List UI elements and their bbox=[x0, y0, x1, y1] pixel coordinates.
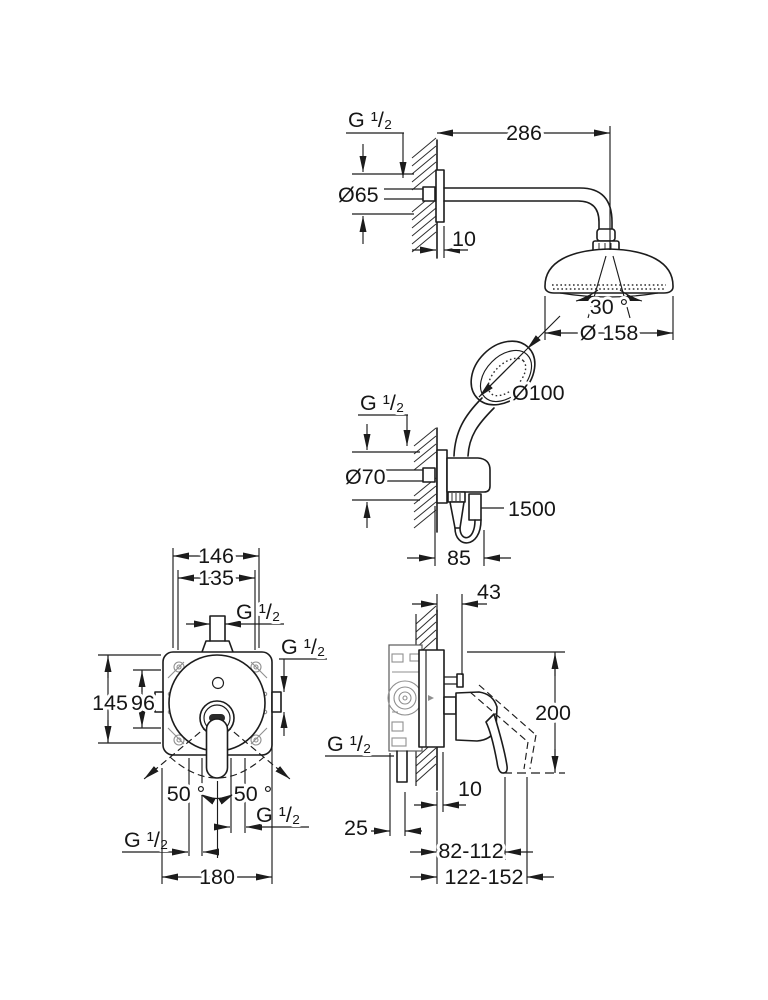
escutcheon-plate-side bbox=[418, 649, 445, 748]
side-tab-right bbox=[271, 691, 282, 713]
dim-box-width: 135 bbox=[178, 563, 255, 593]
shower-hose bbox=[447, 491, 482, 544]
side-tab-left bbox=[154, 691, 164, 713]
head-shower-view: 286 G ¹/₂ Ø65 10 30 ° bbox=[335, 105, 674, 348]
mixer-front-view: 146 135 G ¹/₂ bbox=[89, 541, 328, 892]
dim-hand-head-diameter: Ø100 bbox=[478, 315, 568, 408]
dim-install-depth-flush-label: 82-112 bbox=[438, 839, 503, 863]
bottom-connection-stubs bbox=[188, 758, 246, 856]
shower-head bbox=[544, 248, 674, 298]
dim-spray-angle: 30 ° bbox=[575, 255, 643, 322]
dim-handle-height: 200 bbox=[467, 651, 574, 774]
dim-swing-left-label: 50 ° bbox=[167, 782, 206, 806]
dim-head-diameter: Ø 158 bbox=[544, 296, 674, 348]
dim-install-depth-max-label: 122-152 bbox=[445, 865, 524, 889]
dim-arm-length-label: 286 bbox=[506, 121, 542, 145]
dim-spray-angle-label: 30 ° bbox=[590, 295, 629, 319]
dim-min-plaster-depth-label: 25 bbox=[344, 816, 368, 840]
dim-rosette-thickness-label: 10 bbox=[452, 227, 476, 251]
dim-head-diameter-label: Ø 158 bbox=[580, 321, 639, 345]
thread-label: G ¹/₂ bbox=[256, 803, 300, 827]
dim-rosette-diameter: Ø65 bbox=[335, 144, 414, 244]
plate-screw-hole bbox=[211, 676, 225, 690]
dim-plate-width: 146 bbox=[173, 541, 259, 571]
stop-screw bbox=[444, 673, 464, 688]
dim-box-width-label: 135 bbox=[198, 566, 234, 590]
dim-screw-offset-label: 43 bbox=[477, 580, 501, 604]
dim-hand-head-label: Ø100 bbox=[512, 381, 565, 405]
shower-arm bbox=[443, 187, 613, 231]
dim-plate-width-label: 146 bbox=[198, 544, 234, 568]
wall-hatch bbox=[411, 137, 437, 253]
mixer-side-view: 43 200 G ¹/₂ 10 25 bbox=[324, 577, 574, 892]
dim-hose-length-label: 1500 bbox=[508, 497, 556, 521]
thread-label: G ¹/₂ bbox=[327, 732, 371, 756]
dim-wall-gap-label: 10 bbox=[458, 777, 482, 801]
dim-thread-bottom-left: G ¹/₂ bbox=[121, 825, 219, 856]
rough-in-box-side bbox=[387, 644, 423, 752]
bottom-inlet-pipe bbox=[396, 750, 408, 783]
dim-holder-offset: 85 bbox=[407, 506, 511, 573]
mixer-handle-side bbox=[443, 684, 537, 774]
dim-swing-angles: 50 ° 50 ° bbox=[164, 779, 276, 809]
dim-thread-top: G ¹/₂ bbox=[345, 105, 404, 178]
handle-alt-position bbox=[469, 684, 537, 770]
handle-lever bbox=[205, 718, 229, 779]
hand-shower-handle bbox=[453, 397, 495, 457]
wall-hatch bbox=[413, 427, 437, 529]
dim-install-depth-max: 122-152 bbox=[410, 777, 554, 892]
dim-arm-length: 286 bbox=[437, 118, 610, 148]
dim-connection-width-label: 180 bbox=[199, 865, 235, 889]
dim-install-depth-flush: 82-112 bbox=[410, 777, 533, 884]
dim-plate-height: 145 bbox=[89, 654, 161, 744]
dim-plate-height-label: 145 bbox=[92, 691, 128, 715]
dim-box-height-label: 96 bbox=[131, 691, 155, 715]
holder-rosette bbox=[436, 449, 448, 504]
thread-label: G ¹/₂ bbox=[236, 600, 280, 624]
dim-holder-diameter-label: Ø70 bbox=[345, 465, 386, 489]
dim-box-height: 96 bbox=[128, 669, 161, 729]
dim-rosette-label: Ø65 bbox=[338, 183, 379, 207]
dim-wall-gap: 10 bbox=[414, 752, 485, 812]
dim-hose-length: 1500 bbox=[481, 494, 559, 524]
dim-holder-offset-label: 85 bbox=[447, 546, 471, 570]
wall-holder bbox=[446, 457, 491, 493]
dim-thread-top: G ¹/₂ bbox=[186, 597, 284, 628]
thread-label: G ¹/₂ bbox=[124, 828, 168, 852]
dim-holder-diameter: Ø70 bbox=[342, 424, 420, 528]
thread-label: G ¹/₂ bbox=[348, 108, 392, 132]
arm-rosette bbox=[435, 169, 445, 223]
dim-connection-width: 180 bbox=[161, 716, 273, 892]
dim-min-plaster-depth: 25 bbox=[341, 753, 422, 843]
hand-shower-view: Ø100 G ¹/₂ Ø70 bbox=[342, 315, 568, 573]
dim-rosette-thickness: 10 bbox=[412, 224, 479, 258]
dim-swing-right-label: 50 ° bbox=[234, 782, 273, 806]
dim-thread-side: G ¹/₂ bbox=[278, 632, 328, 736]
thread-label: G ¹/₂ bbox=[360, 391, 404, 415]
dim-handle-height-label: 200 bbox=[535, 701, 571, 725]
thread-label: G ¹/₂ bbox=[281, 635, 325, 659]
wall-connection bbox=[384, 467, 436, 483]
dim-screw-offset: 43 bbox=[412, 577, 504, 675]
dim-thread-holder: G ¹/₂ bbox=[357, 388, 408, 446]
top-supply-pipe bbox=[201, 615, 234, 653]
dim-thread-bottom: G ¹/₂ bbox=[324, 729, 394, 759]
wall-connection bbox=[384, 186, 436, 202]
dim-thread-bottom-right: G ¹/₂ bbox=[214, 800, 309, 831]
extension-lines bbox=[172, 548, 260, 650]
mixer-handle bbox=[199, 700, 235, 779]
